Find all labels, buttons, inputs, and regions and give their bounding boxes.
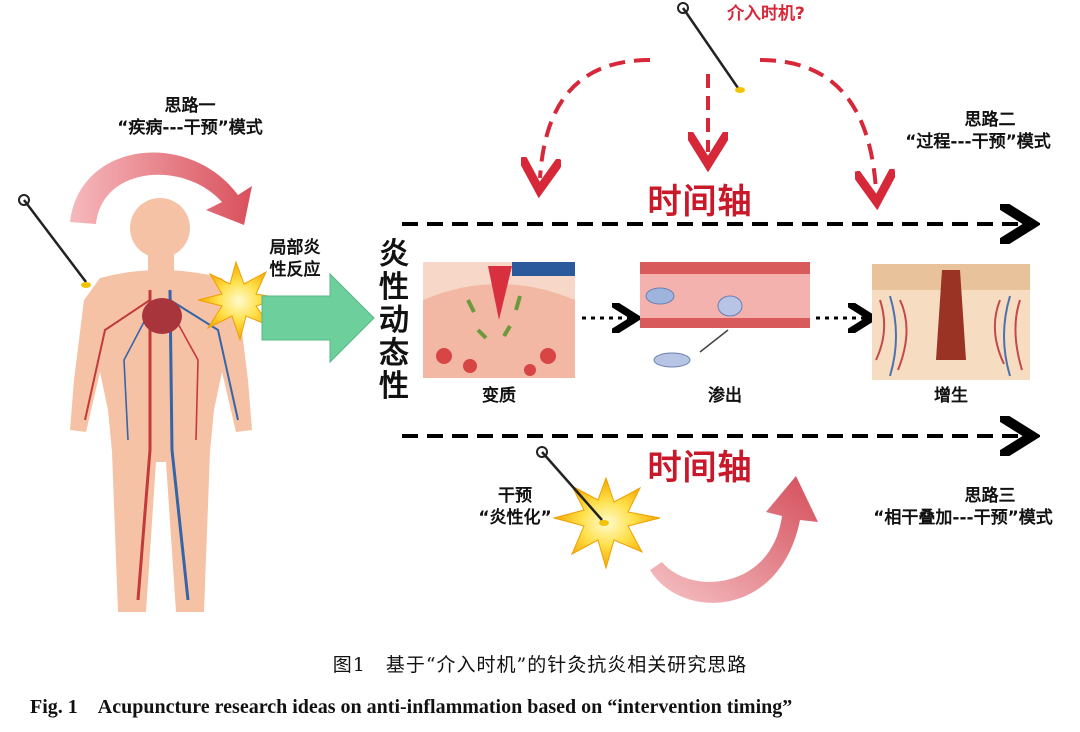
dynamic-vertical-label: 炎 性 动 态 性 xyxy=(374,238,414,403)
stage-image-alteration xyxy=(423,262,575,378)
timeline-label-top: 时间轴 xyxy=(647,182,753,222)
timing-arc-left xyxy=(540,58,651,178)
dynamic-char: 动 xyxy=(379,303,409,338)
timing-arc-right xyxy=(759,58,876,190)
heart-icon xyxy=(142,298,182,334)
stage-label-exudation: 渗出 xyxy=(708,386,742,406)
stage-image-proliferation xyxy=(872,264,1030,380)
mode1-curved-arrow xyxy=(70,152,252,225)
needle-icon-top xyxy=(677,2,745,93)
mode2-title: 思路二 xyxy=(964,110,1016,130)
green-arrow xyxy=(261,272,375,364)
mode1-subtitle: “疾病---干预”模式 xyxy=(117,118,263,138)
figure-caption-cn: 图1 基于“介入时机”的针灸抗炎相关研究思路 xyxy=(332,654,748,676)
dynamic-char: 性 xyxy=(379,369,409,404)
human-body-figure xyxy=(70,198,252,612)
mode3-title: 思路三 xyxy=(964,486,1016,506)
figure-caption-en: Fig. 1 Acupuncture research ideas on ant… xyxy=(30,696,793,718)
local-reaction-line2: 性反应 xyxy=(269,260,321,280)
dynamic-char: 性 xyxy=(379,270,409,305)
mode2-subtitle: “过程---干预”模式 xyxy=(905,132,1051,152)
dynamic-char: 炎 xyxy=(379,237,409,272)
stage-image-exudation xyxy=(640,262,810,378)
intervention-line2: “炎性化” xyxy=(478,508,552,528)
mode1-title: 思路一 xyxy=(164,96,216,116)
needle-icon-bottom xyxy=(536,446,609,526)
timeline-label-bottom: 时间轴 xyxy=(647,448,753,488)
inflammation-burst-icon xyxy=(197,260,281,342)
timing-question: 介入时机? xyxy=(727,4,805,24)
dynamic-char: 态 xyxy=(379,336,409,371)
intervention-line1: 干预 xyxy=(498,486,532,506)
mode3-subtitle: “相干叠加---干预”模式 xyxy=(873,508,1053,528)
stage-label-alteration: 变质 xyxy=(482,386,516,406)
stage-label-proliferation: 增生 xyxy=(934,386,968,406)
local-reaction-line1: 局部炎 xyxy=(269,238,321,258)
mode3-curved-arrow xyxy=(650,476,818,603)
needle-icon-body xyxy=(18,194,91,288)
